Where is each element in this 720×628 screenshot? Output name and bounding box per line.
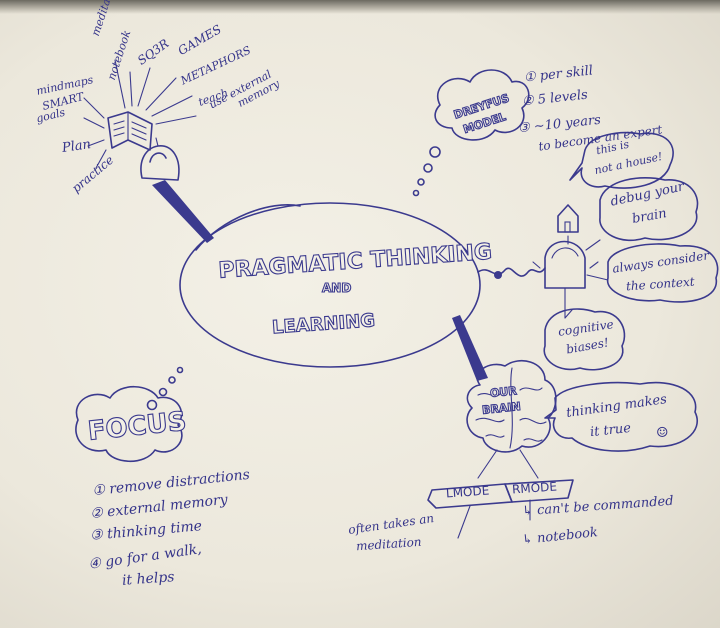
context-cloud xyxy=(607,243,719,303)
house-door xyxy=(564,221,571,233)
lmode-link xyxy=(477,449,498,479)
ray xyxy=(145,77,177,111)
thought-dot xyxy=(412,189,420,197)
ray xyxy=(151,95,193,117)
connector-right xyxy=(477,267,546,277)
thought-dot xyxy=(168,376,176,384)
figure-head xyxy=(544,240,586,289)
figure-link-context xyxy=(586,274,609,281)
thinking-bubble xyxy=(544,381,698,452)
brain-label-line2: BRAIN xyxy=(481,400,521,417)
connector-topleft xyxy=(152,180,214,243)
center-title-line1: PRAGMATIC THINKING xyxy=(218,240,493,284)
ray xyxy=(83,97,105,119)
lmode-label: LMODE xyxy=(445,483,490,501)
biases-cloud xyxy=(543,308,626,371)
book-lines xyxy=(113,120,147,141)
bulb-detail xyxy=(149,152,167,163)
focus-title: FOCUS xyxy=(86,407,187,447)
brain-folds xyxy=(475,387,547,442)
lmode-banner xyxy=(427,483,513,509)
ray xyxy=(137,67,151,107)
dreyfus-cloud xyxy=(434,69,530,141)
brain-label-line1: OUR xyxy=(489,384,517,400)
rmode-banner xyxy=(504,479,574,503)
thought-dot xyxy=(146,399,158,411)
ray xyxy=(95,149,107,169)
thought-dot xyxy=(158,387,168,397)
house-note-bubble xyxy=(569,131,674,189)
center-title-line2: AND xyxy=(322,281,351,295)
central-ellipse xyxy=(179,202,481,368)
brain-outline xyxy=(466,360,557,453)
connector-brain xyxy=(452,315,488,381)
ray xyxy=(87,139,105,147)
house-icon xyxy=(557,204,579,233)
biases-link xyxy=(564,309,573,319)
thought-dot xyxy=(176,366,184,374)
brain-split xyxy=(509,367,513,449)
focus-cloud xyxy=(75,386,183,462)
figure-head-detail xyxy=(551,247,579,259)
thought-dot xyxy=(417,178,425,186)
bulb-head xyxy=(140,145,180,181)
figure-link-debug xyxy=(585,239,601,251)
ray xyxy=(155,115,197,125)
ray xyxy=(129,71,133,107)
central-ellipse-overlap xyxy=(195,204,301,251)
smiley-icon: ☺ xyxy=(656,425,669,441)
debug-cloud xyxy=(599,177,699,242)
thought-dot xyxy=(423,163,433,173)
paper-edge-shadow xyxy=(0,0,720,14)
rmode-link xyxy=(519,449,539,479)
rmode-label: RMODE xyxy=(511,479,558,497)
lmode-note-link xyxy=(457,505,471,539)
bulb-stem xyxy=(155,137,159,147)
connector-knot xyxy=(494,271,502,279)
center-title-line3: LEARNING xyxy=(271,310,375,338)
figure-ears xyxy=(532,261,599,269)
thought-dot xyxy=(429,146,441,158)
ray xyxy=(114,59,126,109)
book-icon xyxy=(107,111,153,151)
ray xyxy=(83,117,105,129)
